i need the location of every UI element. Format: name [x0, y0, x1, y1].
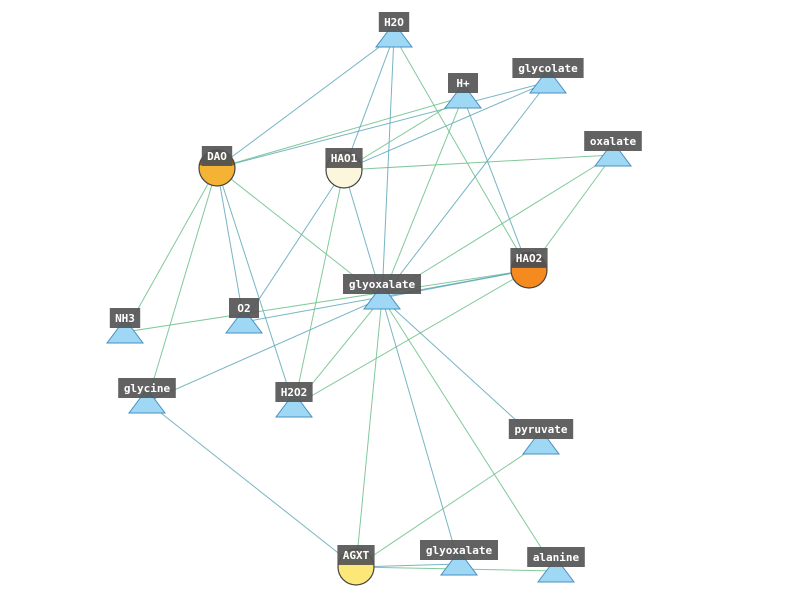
edge-hao1-hplus [343, 96, 464, 171]
node-label-background [584, 131, 642, 151]
node-label: NH3 [115, 312, 135, 325]
edge-dao-h2o [216, 35, 395, 169]
node-agxt[interactable]: AGXT [337, 545, 375, 586]
node-label-background [420, 540, 498, 560]
node-label-background [201, 146, 233, 166]
node-h2o2[interactable]: H2O2 [275, 382, 313, 418]
node-glyoxalate2[interactable]: glyoxalate [420, 540, 498, 576]
edge-agxt-pyruvate [355, 442, 542, 568]
node-label: H2O [384, 16, 404, 29]
edge-glyoxalate-glyoxalate2 [381, 297, 460, 565]
node-h2o[interactable]: H2O [375, 12, 413, 48]
node-label: pyruvate [515, 423, 568, 436]
edge-glyoxalate-glycolate [381, 81, 549, 299]
edge-layer [124, 35, 614, 572]
edge-glyoxalate-glycine [146, 297, 383, 403]
node-label-background [325, 148, 363, 168]
edge-hao2-hplus [462, 96, 530, 271]
metabolite-triangle-icon [275, 392, 313, 418]
edge-dao-glycolate [216, 81, 549, 169]
metabolite-triangle-icon [529, 68, 567, 94]
edge-dao-hplus [216, 96, 464, 169]
edge-glyoxalate-pyruvate [381, 297, 542, 444]
node-label: glyoxalate [426, 544, 493, 557]
metabolite-triangle-icon [225, 308, 263, 334]
node-label: glycolate [518, 62, 578, 75]
metabolite-triangle-icon [440, 550, 478, 576]
edge-hao1-o2 [243, 169, 345, 323]
node-label-background [118, 378, 176, 398]
node-hao1[interactable]: HAO1 [325, 148, 363, 189]
edge-hao1-h2o2 [293, 169, 345, 407]
metabolite-triangle-icon [375, 22, 413, 48]
node-label: glyoxalate [349, 278, 416, 291]
node-glycolate[interactable]: glycolate [512, 58, 584, 94]
metabolite-triangle-icon [444, 83, 482, 109]
edge-agxt-glycine [146, 401, 357, 568]
node-label-background [229, 298, 259, 318]
node-label: HAO2 [516, 252, 543, 265]
metabolite-triangle-icon [594, 141, 632, 167]
node-label: AGXT [343, 549, 370, 562]
edge-hao2-h2o [393, 35, 530, 271]
node-hao2[interactable]: HAO2 [510, 248, 548, 289]
node-label: DAO [207, 150, 227, 163]
edge-glyoxalate-agxt [355, 297, 383, 568]
node-pyruvate[interactable]: pyruvate [508, 419, 574, 455]
node-hplus[interactable]: H+ [444, 73, 482, 109]
edge-dao-nh3 [124, 167, 218, 333]
node-label-background [510, 248, 548, 268]
edge-hao1-oxalate [343, 154, 614, 171]
node-alanine[interactable]: alanine [527, 547, 585, 583]
metabolite-triangle-icon [128, 388, 166, 414]
edge-dao-glycine [146, 167, 218, 403]
node-label-background [448, 73, 478, 93]
edge-hao2-h2o2 [293, 269, 530, 407]
node-label-background [512, 58, 584, 78]
metabolite-triangle-icon [522, 429, 560, 455]
node-label: HAO1 [331, 152, 358, 165]
node-label: H+ [456, 77, 470, 90]
metabolite-triangle-icon [363, 284, 401, 310]
node-nh3[interactable]: NH3 [106, 308, 144, 344]
node-label-background [527, 547, 585, 567]
node-label-background [109, 308, 141, 328]
edge-hao1-h2o [343, 35, 395, 171]
edge-dao-h2o2 [216, 167, 295, 407]
node-label-background [337, 545, 375, 565]
node-label: glycine [124, 382, 171, 395]
edge-hao2-nh3 [124, 269, 530, 333]
node-label: O2 [237, 302, 250, 315]
edge-glyoxalate-alanine [381, 297, 557, 572]
edge-dao-o2 [216, 167, 245, 323]
node-oxalate[interactable]: oxalate [584, 131, 642, 167]
node-label-background [508, 419, 574, 439]
metabolite-triangle-icon [106, 318, 144, 344]
node-glycine[interactable]: glycine [118, 378, 176, 414]
node-label: alanine [533, 551, 580, 564]
node-label-background [378, 12, 410, 32]
node-label: oxalate [590, 135, 637, 148]
edge-glyoxalate-h2o [381, 35, 395, 299]
node-label-background [343, 274, 421, 294]
edge-glyoxalate-hplus [381, 96, 464, 299]
node-label: H2O2 [281, 386, 308, 399]
node-o2[interactable]: O2 [225, 298, 263, 334]
node-dao[interactable]: DAO [198, 146, 236, 187]
node-glyoxalate[interactable]: glyoxalate [343, 274, 421, 310]
node-label-background [275, 382, 313, 402]
metabolite-triangle-icon [537, 557, 575, 583]
